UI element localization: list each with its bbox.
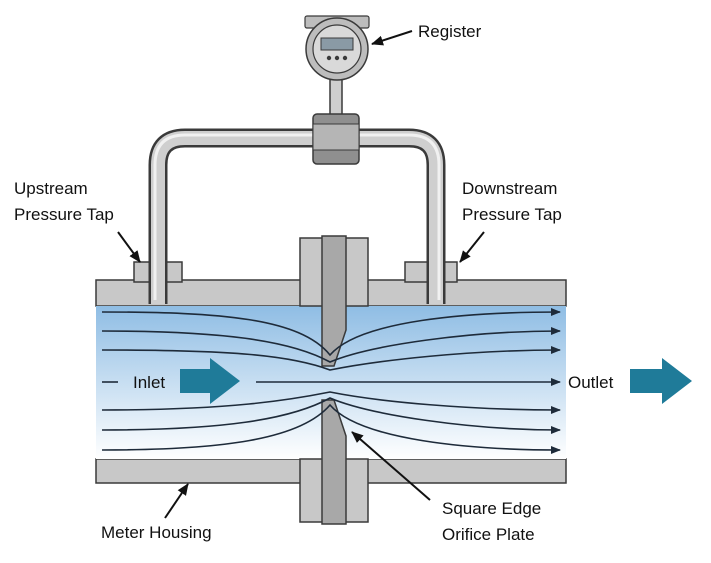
streamlines: [101, 308, 561, 454]
register-label: Register: [418, 22, 482, 41]
orifice-label-line1: Square Edge: [442, 499, 541, 518]
orifice-plate-top: [321, 235, 347, 367]
streamline-1: [101, 308, 561, 357]
register-icon: [304, 15, 370, 81]
dp-block-band: [312, 123, 360, 151]
streamline-3: [101, 346, 561, 371]
downstream-label-line2: Pressure Tap: [462, 205, 562, 224]
streamline-2: [101, 327, 561, 363]
outlet-label: Outlet: [568, 373, 614, 392]
meter-housing-label: Meter Housing: [101, 523, 212, 542]
impulse-tubing-highlight: [153, 133, 441, 300]
inlet-arrow-icon: [180, 358, 240, 404]
downstream-leader: [459, 231, 485, 263]
register-leader: [371, 30, 413, 46]
orifice-leader: [351, 431, 431, 501]
inlet-label: Inlet: [133, 373, 165, 392]
streamline-6: [101, 397, 561, 434]
outlet-arrow-icon: [630, 358, 692, 404]
impulse-tubing-outline: [148, 128, 446, 304]
upstream-label-line1: Upstream: [14, 179, 88, 198]
orifice-plate-bottom: [321, 399, 347, 525]
upstream-leader: [117, 231, 141, 263]
upstream-label-line2: Pressure Tap: [14, 205, 114, 224]
streamline-7: [101, 403, 561, 454]
housing-leader: [164, 483, 189, 519]
downstream-label-line1: Downstream: [462, 179, 557, 198]
streamline-5: [101, 391, 561, 414]
orifice-label-line2: Orifice Plate: [442, 525, 535, 544]
impulse-tubing: [151, 131, 443, 304]
